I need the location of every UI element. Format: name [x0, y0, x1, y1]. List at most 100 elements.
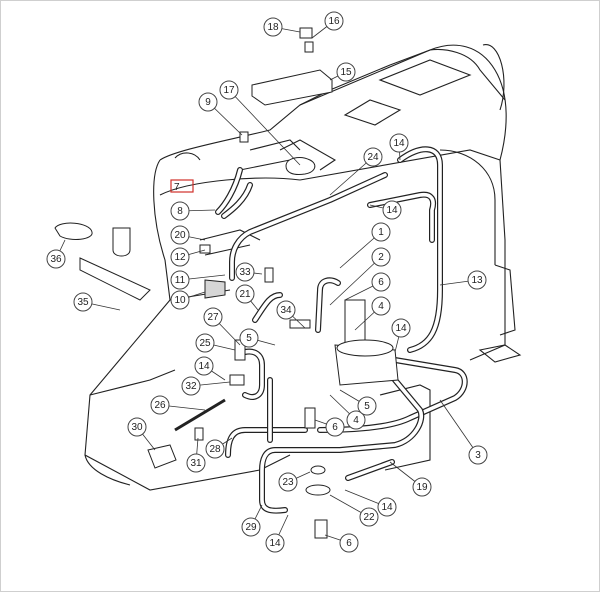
callout-13: 13 — [467, 270, 487, 290]
callout-36: 36 — [46, 249, 66, 269]
callout-circle — [194, 356, 214, 376]
callout-circle — [150, 395, 170, 415]
callout-circle — [468, 445, 488, 465]
callout-number: 25 — [199, 338, 211, 349]
callout-number: 33 — [239, 267, 251, 278]
callout-30: 30 — [127, 417, 147, 437]
callout-circle — [339, 533, 359, 553]
callout-circle — [181, 376, 201, 396]
callout-circle — [46, 249, 66, 269]
oil-tubes — [215, 146, 468, 514]
callout-circle — [371, 272, 391, 292]
shaft — [344, 299, 366, 346]
part-35-plate — [79, 257, 151, 301]
callout-circle — [412, 477, 432, 497]
callout-31: 31 — [186, 453, 206, 473]
callout-number: 14 — [269, 538, 281, 549]
callout-circle — [203, 307, 223, 327]
callout-4b: 4 — [346, 410, 366, 430]
cap-nut — [299, 27, 313, 39]
callout-number: 34 — [280, 305, 292, 316]
callout-circle — [371, 222, 391, 242]
oil-bottle — [112, 227, 131, 257]
callout-number: 28 — [209, 444, 221, 455]
callout-14b: 14 — [382, 200, 402, 220]
pump-top — [336, 339, 394, 357]
bracket-plate — [251, 69, 333, 106]
callout-21: 21 — [235, 284, 255, 304]
callout-number: 9 — [205, 97, 211, 108]
highlighted-part-number: 7 — [174, 182, 180, 193]
callout-circle — [382, 200, 402, 220]
callout-number: 16 — [328, 16, 340, 27]
callout-circle — [363, 147, 383, 167]
callout-18: 18 — [263, 17, 283, 37]
callout-circle — [170, 225, 190, 245]
callout-number: 19 — [416, 482, 428, 493]
callout-34: 34 — [276, 300, 296, 320]
callout-circle — [186, 453, 206, 473]
part-26-rod — [174, 398, 226, 432]
callout-number: 23 — [282, 477, 294, 488]
callout-circle — [324, 11, 344, 31]
callout-circle — [195, 333, 215, 353]
callout-circle — [389, 133, 409, 153]
callout-14f: 14 — [265, 533, 285, 553]
callout-19: 19 — [412, 477, 432, 497]
callout-25: 25 — [195, 333, 215, 353]
callout-circle — [377, 497, 397, 517]
callout-33: 33 — [235, 262, 255, 282]
callout-27: 27 — [203, 307, 223, 327]
callout-number: 22 — [363, 512, 375, 523]
callout-number: 4 — [353, 415, 359, 426]
callout-number: 14 — [393, 138, 405, 149]
callout-circle — [170, 270, 190, 290]
callout-circle — [278, 472, 298, 492]
callout-1: 1 — [371, 222, 391, 242]
callout-12: 12 — [170, 247, 190, 267]
callout-number: 27 — [207, 312, 219, 323]
leader-line-2 — [329, 256, 382, 306]
callout-number: 31 — [190, 458, 202, 469]
callout-number: 10 — [174, 295, 186, 306]
callout-number: 18 — [267, 22, 279, 33]
part-31 — [194, 427, 204, 441]
callout-17: 17 — [219, 80, 239, 100]
screw — [304, 41, 314, 53]
callout-number: 24 — [367, 152, 379, 163]
callout-number: 4 — [378, 301, 384, 312]
callout-23: 23 — [278, 472, 298, 492]
callout-20: 20 — [170, 225, 190, 245]
callout-circle — [205, 439, 225, 459]
callout-circle — [73, 292, 93, 312]
callout-6c: 6 — [339, 533, 359, 553]
callout-14d: 14 — [194, 356, 214, 376]
callout-29: 29 — [241, 517, 261, 537]
plug — [239, 131, 249, 143]
callout-circle — [170, 201, 190, 221]
callout-number: 21 — [239, 289, 251, 300]
callout-5a: 5 — [239, 328, 259, 348]
leader-line-24 — [329, 156, 374, 196]
leader-lines — [55, 20, 479, 544]
part-22 — [305, 484, 331, 496]
callout-circle — [467, 270, 487, 290]
oil-cup — [285, 157, 316, 175]
part-6-bottom — [314, 519, 328, 539]
callout-number: 6 — [346, 538, 352, 549]
callout-28: 28 — [205, 439, 225, 459]
callout-3: 3 — [468, 445, 488, 465]
callout-8: 8 — [170, 201, 190, 221]
callout-number: 20 — [174, 230, 186, 241]
callout-number: 14 — [381, 502, 393, 513]
callout-bubbles: 1234455666891011121314141414141415161718… — [46, 11, 488, 553]
diagram-parts — [54, 27, 399, 539]
machine-body — [84, 44, 522, 506]
part-bolt — [289, 319, 311, 329]
callout-circle — [371, 296, 391, 316]
callout-number: 13 — [471, 275, 483, 286]
callout-5b: 5 — [357, 396, 377, 416]
leader-line-17 — [228, 89, 301, 166]
callout-number: 35 — [77, 297, 89, 308]
